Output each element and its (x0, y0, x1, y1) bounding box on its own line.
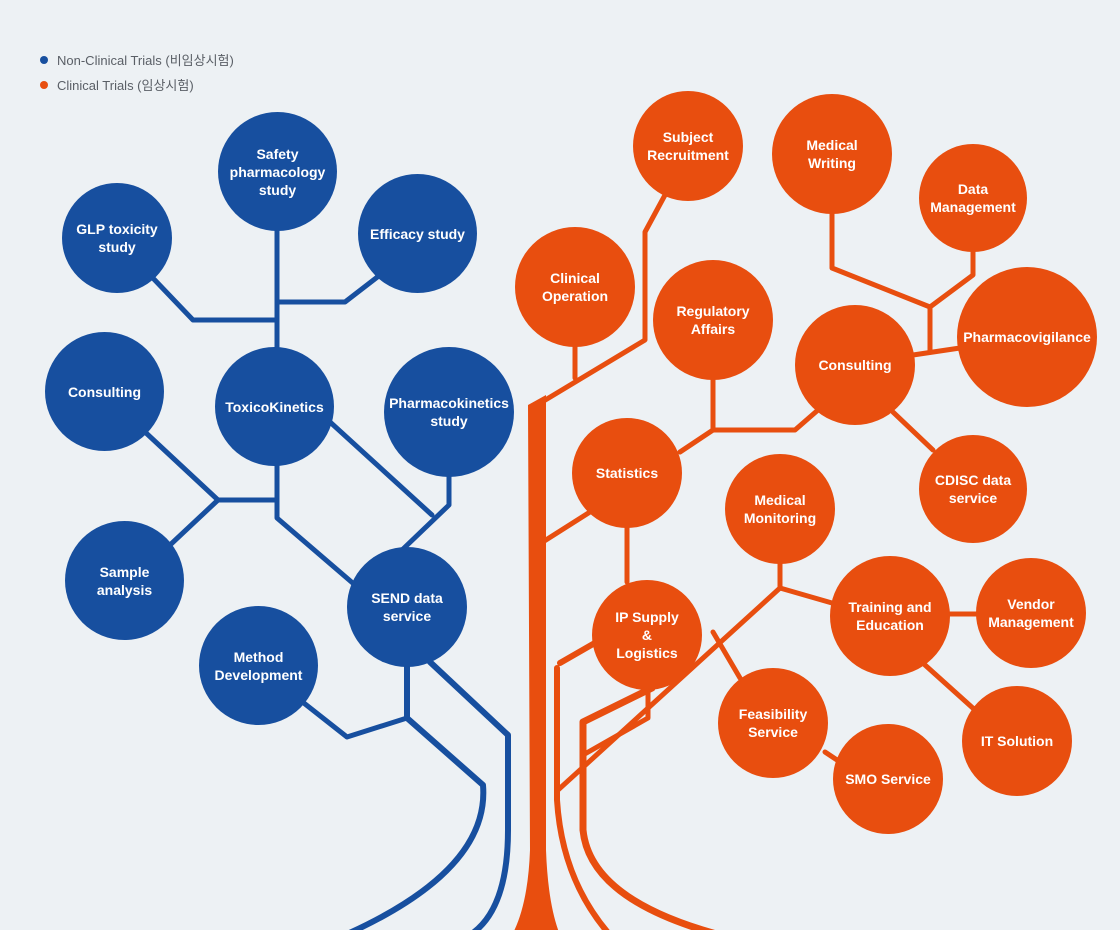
node-toxicokinetics[interactable]: ToxicoKinetics (215, 347, 334, 466)
node-safety-pharmacology[interactable]: Safety pharmacology study (218, 112, 337, 231)
branch-toxicokinetics-pk (327, 419, 435, 518)
legend-label-nonclinical: Non-Clinical Trials (비임상시험) (57, 53, 234, 68)
branch-consulting (142, 429, 221, 503)
node-it-solution[interactable]: IT Solution (962, 686, 1072, 796)
legend: Non-Clinical Trials (비임상시험) Clinical Tri… (40, 47, 234, 97)
branch-toxicokinetics-down (274, 462, 358, 588)
node-consulting-clinical[interactable]: Consulting (795, 305, 915, 425)
node-medical-writing[interactable]: Medical Writing (772, 94, 892, 214)
trunk-nonclinical-outer (427, 659, 511, 930)
node-vendor-management[interactable]: Vendor Management (976, 558, 1086, 668)
node-regulatory-affairs[interactable]: Regulatory Affairs (653, 260, 773, 380)
branch-ip-down (580, 685, 651, 758)
legend-item-nonclinical: Non-Clinical Trials (비임상시험) (40, 47, 234, 72)
node-send-data-service[interactable]: SEND data service (347, 547, 467, 667)
node-method-development[interactable]: Method Development (199, 606, 318, 725)
branch-itsolution (922, 662, 978, 713)
legend-item-clinical: Clinical Trials (임상시험) (40, 72, 234, 97)
node-smo-service[interactable]: SMO Service (833, 724, 943, 834)
branch-datamgmt (927, 249, 976, 355)
trunk-nonclinical-inner (348, 659, 487, 930)
node-sample-analysis[interactable]: Sample analysis (65, 521, 184, 640)
branch-method (297, 697, 410, 740)
branch-ip-monitoring (555, 585, 783, 793)
node-pharmacokinetics[interactable]: Pharmacokinetics study (384, 347, 514, 477)
branch-consulting-cdisc (890, 409, 936, 453)
trunk-clinical-outer (579, 684, 716, 930)
node-cdisc-data-service[interactable]: CDISC data service (919, 435, 1027, 543)
branch-statistics-consulting (677, 407, 821, 455)
branch-statistics-trunk (535, 509, 593, 548)
branch-consulting-pv (910, 345, 963, 358)
nonclinical-branches (142, 227, 511, 930)
node-medical-monitoring[interactable]: Medical Monitoring (725, 454, 835, 564)
branch-efficacy (274, 272, 383, 305)
branch-sample (167, 497, 221, 548)
branch-subject (534, 192, 668, 408)
clinical-branches (514, 192, 981, 930)
branch-pk-send (399, 472, 452, 553)
node-ip-supply-logistics[interactable]: IP Supply & Logistics (592, 580, 702, 690)
branch-ip-feasibility (710, 629, 743, 681)
node-efficacy-study[interactable]: Efficacy study (358, 174, 477, 293)
node-subject-recruitment[interactable]: Subject Recruitment (633, 91, 743, 201)
branch-training (777, 585, 835, 606)
branch-glp (147, 272, 280, 323)
branch-writing (829, 209, 933, 310)
node-glp-toxicity[interactable]: GLP toxicity study (62, 183, 172, 293)
legend-dot-blue-icon (40, 55, 48, 64)
node-pharmacovigilance[interactable]: Pharmacovigilance (957, 267, 1097, 407)
node-training-education[interactable]: Training and Education (830, 556, 950, 676)
trunk-clinical-main (514, 395, 559, 930)
node-feasibility-service[interactable]: Feasibility Service (718, 668, 828, 778)
node-data-management[interactable]: Data Management (919, 144, 1027, 252)
node-statistics[interactable]: Statistics (572, 418, 682, 528)
node-clinical-operation[interactable]: Clinical Operation (515, 227, 635, 347)
legend-dot-orange-icon (40, 80, 48, 89)
legend-label-clinical: Clinical Trials (임상시험) (57, 78, 194, 93)
node-consulting-nonclinical[interactable]: Consulting (45, 332, 164, 451)
